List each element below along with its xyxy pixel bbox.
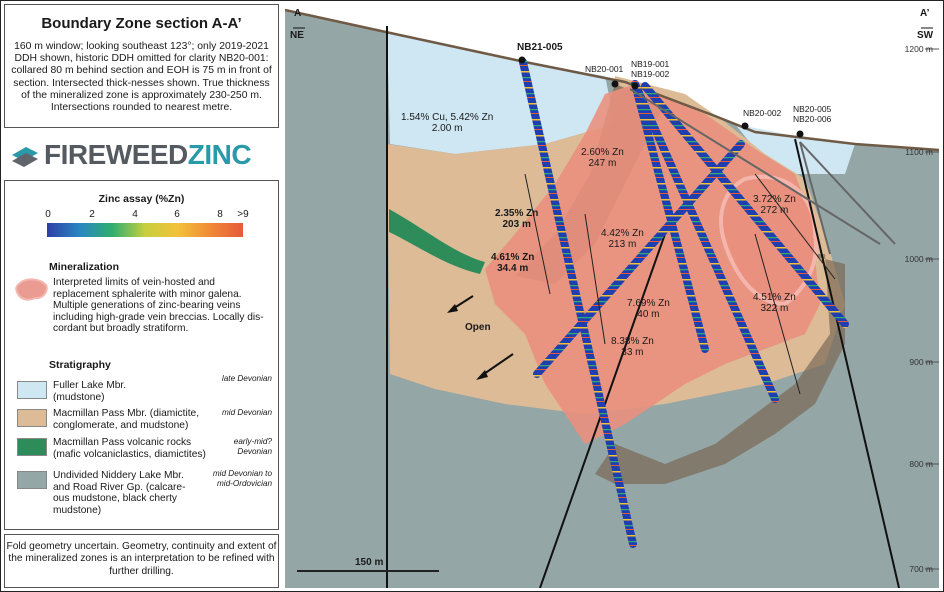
elevation-label: 900 m — [909, 357, 933, 367]
mineralization-title: Mineralization — [49, 261, 120, 273]
fault-east — [794, 138, 900, 588]
collar-nb21-005 — [518, 56, 526, 64]
niddery-label: Undivided Niddery Lake Mbr. and Road Riv… — [53, 470, 186, 516]
drillhole-trace-2 — [799, 141, 896, 245]
topography — [285, 8, 939, 152]
open-label: Open — [465, 322, 491, 333]
drillhole-trace-1 — [629, 88, 881, 245]
drillhole-label: NB20-005 NB20-006 — [793, 104, 832, 124]
interval-arrow — [754, 173, 836, 280]
fuller-label: Fuller Lake Mbr. (mudstone) — [53, 380, 127, 403]
legend-box: Zinc assay (%Zn) 0 2 4 6 8 >9 Mineraliza… — [4, 180, 279, 530]
elevation-label: 1200 m — [904, 44, 933, 54]
intersection-label: 1.54% Cu, 5.42% Zn 2.00 m — [401, 112, 494, 134]
collar-nb20-001 — [611, 80, 619, 88]
collar-nb20-005 — [796, 130, 804, 138]
macmillan-age: mid Devonian — [221, 408, 272, 417]
mineralization-swatch-icon — [15, 278, 48, 301]
intersection-label: 4.51% Zn 322 m — [753, 292, 796, 314]
collar-nb20-002 — [741, 122, 749, 130]
volcanic-unit — [389, 209, 485, 274]
drillhole-label: NB21-005 — [517, 42, 563, 53]
elevation-label: 1100 m — [905, 147, 933, 157]
drillhole-nb20-002 — [533, 140, 745, 378]
logo-word-2: ZINC — [187, 139, 252, 170]
intersection-label: 4.42% Zn 213 m — [601, 228, 644, 250]
stratigraphy-title: Stratigraphy — [49, 359, 111, 371]
ramp-tick: 2 — [89, 209, 95, 220]
volcanic-swatch — [17, 438, 47, 456]
section-a2-label: A’ — [920, 8, 930, 19]
drillhole-label: NB19-001 NB19-002 — [631, 59, 670, 79]
section-a2-direction: SW — [917, 30, 934, 41]
drillhole-nb19-002 — [631, 80, 779, 403]
drillhole-trace-3 — [799, 141, 831, 255]
macmillan-swatch — [17, 409, 47, 427]
assay-title: Zinc assay (%Zn) — [98, 193, 185, 205]
intersection-label: 7.69% Zn 40 m — [627, 298, 670, 320]
logo-mark-icon — [12, 147, 38, 167]
niddery-swatch — [17, 471, 47, 489]
footer-note: Fold geometry uncertain. Geometry, conti… — [6, 541, 277, 577]
collar-nb19 — [631, 82, 639, 90]
interval-arrow — [584, 213, 606, 345]
section-a-direction: NE — [290, 30, 304, 41]
volcanic-label: Macmillan Pass volcanic rocks (mafic vol… — [53, 437, 206, 460]
logo-wordmark: FIREWEEDZINC — [44, 139, 252, 170]
ramp-tick: >9 — [237, 209, 249, 220]
section-a-label: A — [294, 8, 302, 19]
intersection-label: 3.72% Zn 272 m — [753, 194, 796, 216]
title-box: Boundary Zone section A-A’ 160 m window;… — [4, 4, 279, 128]
logo-word-1: FIREWEED — [44, 139, 188, 170]
niddery-age: mid Devonian to mid-Ordovician — [212, 469, 272, 488]
mineralized-zone — [485, 84, 820, 444]
fuller-swatch — [17, 381, 47, 399]
drillhole-nb19-001 — [631, 80, 709, 353]
interval-arrow — [754, 233, 801, 395]
intersection-label: 2.35% Zn 203 m — [495, 208, 539, 230]
fuller-unit — [387, 32, 615, 154]
figure-description: 160 m window; looking southeast 123°; on… — [11, 41, 272, 114]
drillhole-nb21-005 — [519, 58, 637, 548]
macmillan-label: Macmillan Pass Mbr. (diamictite, conglom… — [53, 408, 200, 431]
intersection-label: 8.38% Zn 33 m — [611, 336, 654, 358]
intersection-label: 4.61% Zn 34.4 m — [491, 252, 535, 274]
elevation-label: 800 m — [909, 459, 933, 469]
open-arrow-2 — [480, 353, 514, 377]
legend-column: Boundary Zone section A-A’ 160 m window;… — [0, 0, 283, 592]
fuller-age: late Devonian — [221, 374, 272, 383]
drillhole-label: NB20-001 — [585, 64, 624, 74]
open-arrow-head — [447, 304, 458, 313]
interval-arrow — [524, 173, 551, 295]
mineralization-text: Interpreted limits of vein-hosted and re… — [53, 277, 264, 335]
drillhole-label: NB20-002 — [743, 108, 782, 118]
scale-label: 150 m — [355, 557, 384, 568]
ramp-tick: 0 — [45, 209, 51, 220]
intersection-label: 2.60% Zn 247 m — [581, 147, 624, 169]
company-logo: FIREWEEDZINC — [4, 132, 279, 176]
volcanic-age: early-mid? Devonian — [233, 437, 272, 456]
ramp-tick: 8 — [217, 209, 223, 220]
open-arrow-head — [476, 370, 488, 380]
dark-band-lower — [595, 254, 845, 484]
cross-section: A NE A’ SW 1200 m 1100 m 1000 m 900 m 80… — [285, 4, 939, 588]
footer-box: Fold geometry uncertain. Geometry, conti… — [4, 534, 279, 588]
drillhole-nb20-001 — [641, 82, 849, 328]
ramp-tick: 4 — [132, 209, 138, 220]
elevation-label: 700 m — [909, 564, 933, 574]
ramp-tick: 6 — [174, 209, 180, 220]
figure-title: Boundary Zone section A-A’ — [41, 15, 242, 32]
elevation-label: 1000 m — [904, 254, 933, 264]
zinc-color-ramp — [47, 223, 243, 237]
section-drawing — [285, 4, 939, 588]
